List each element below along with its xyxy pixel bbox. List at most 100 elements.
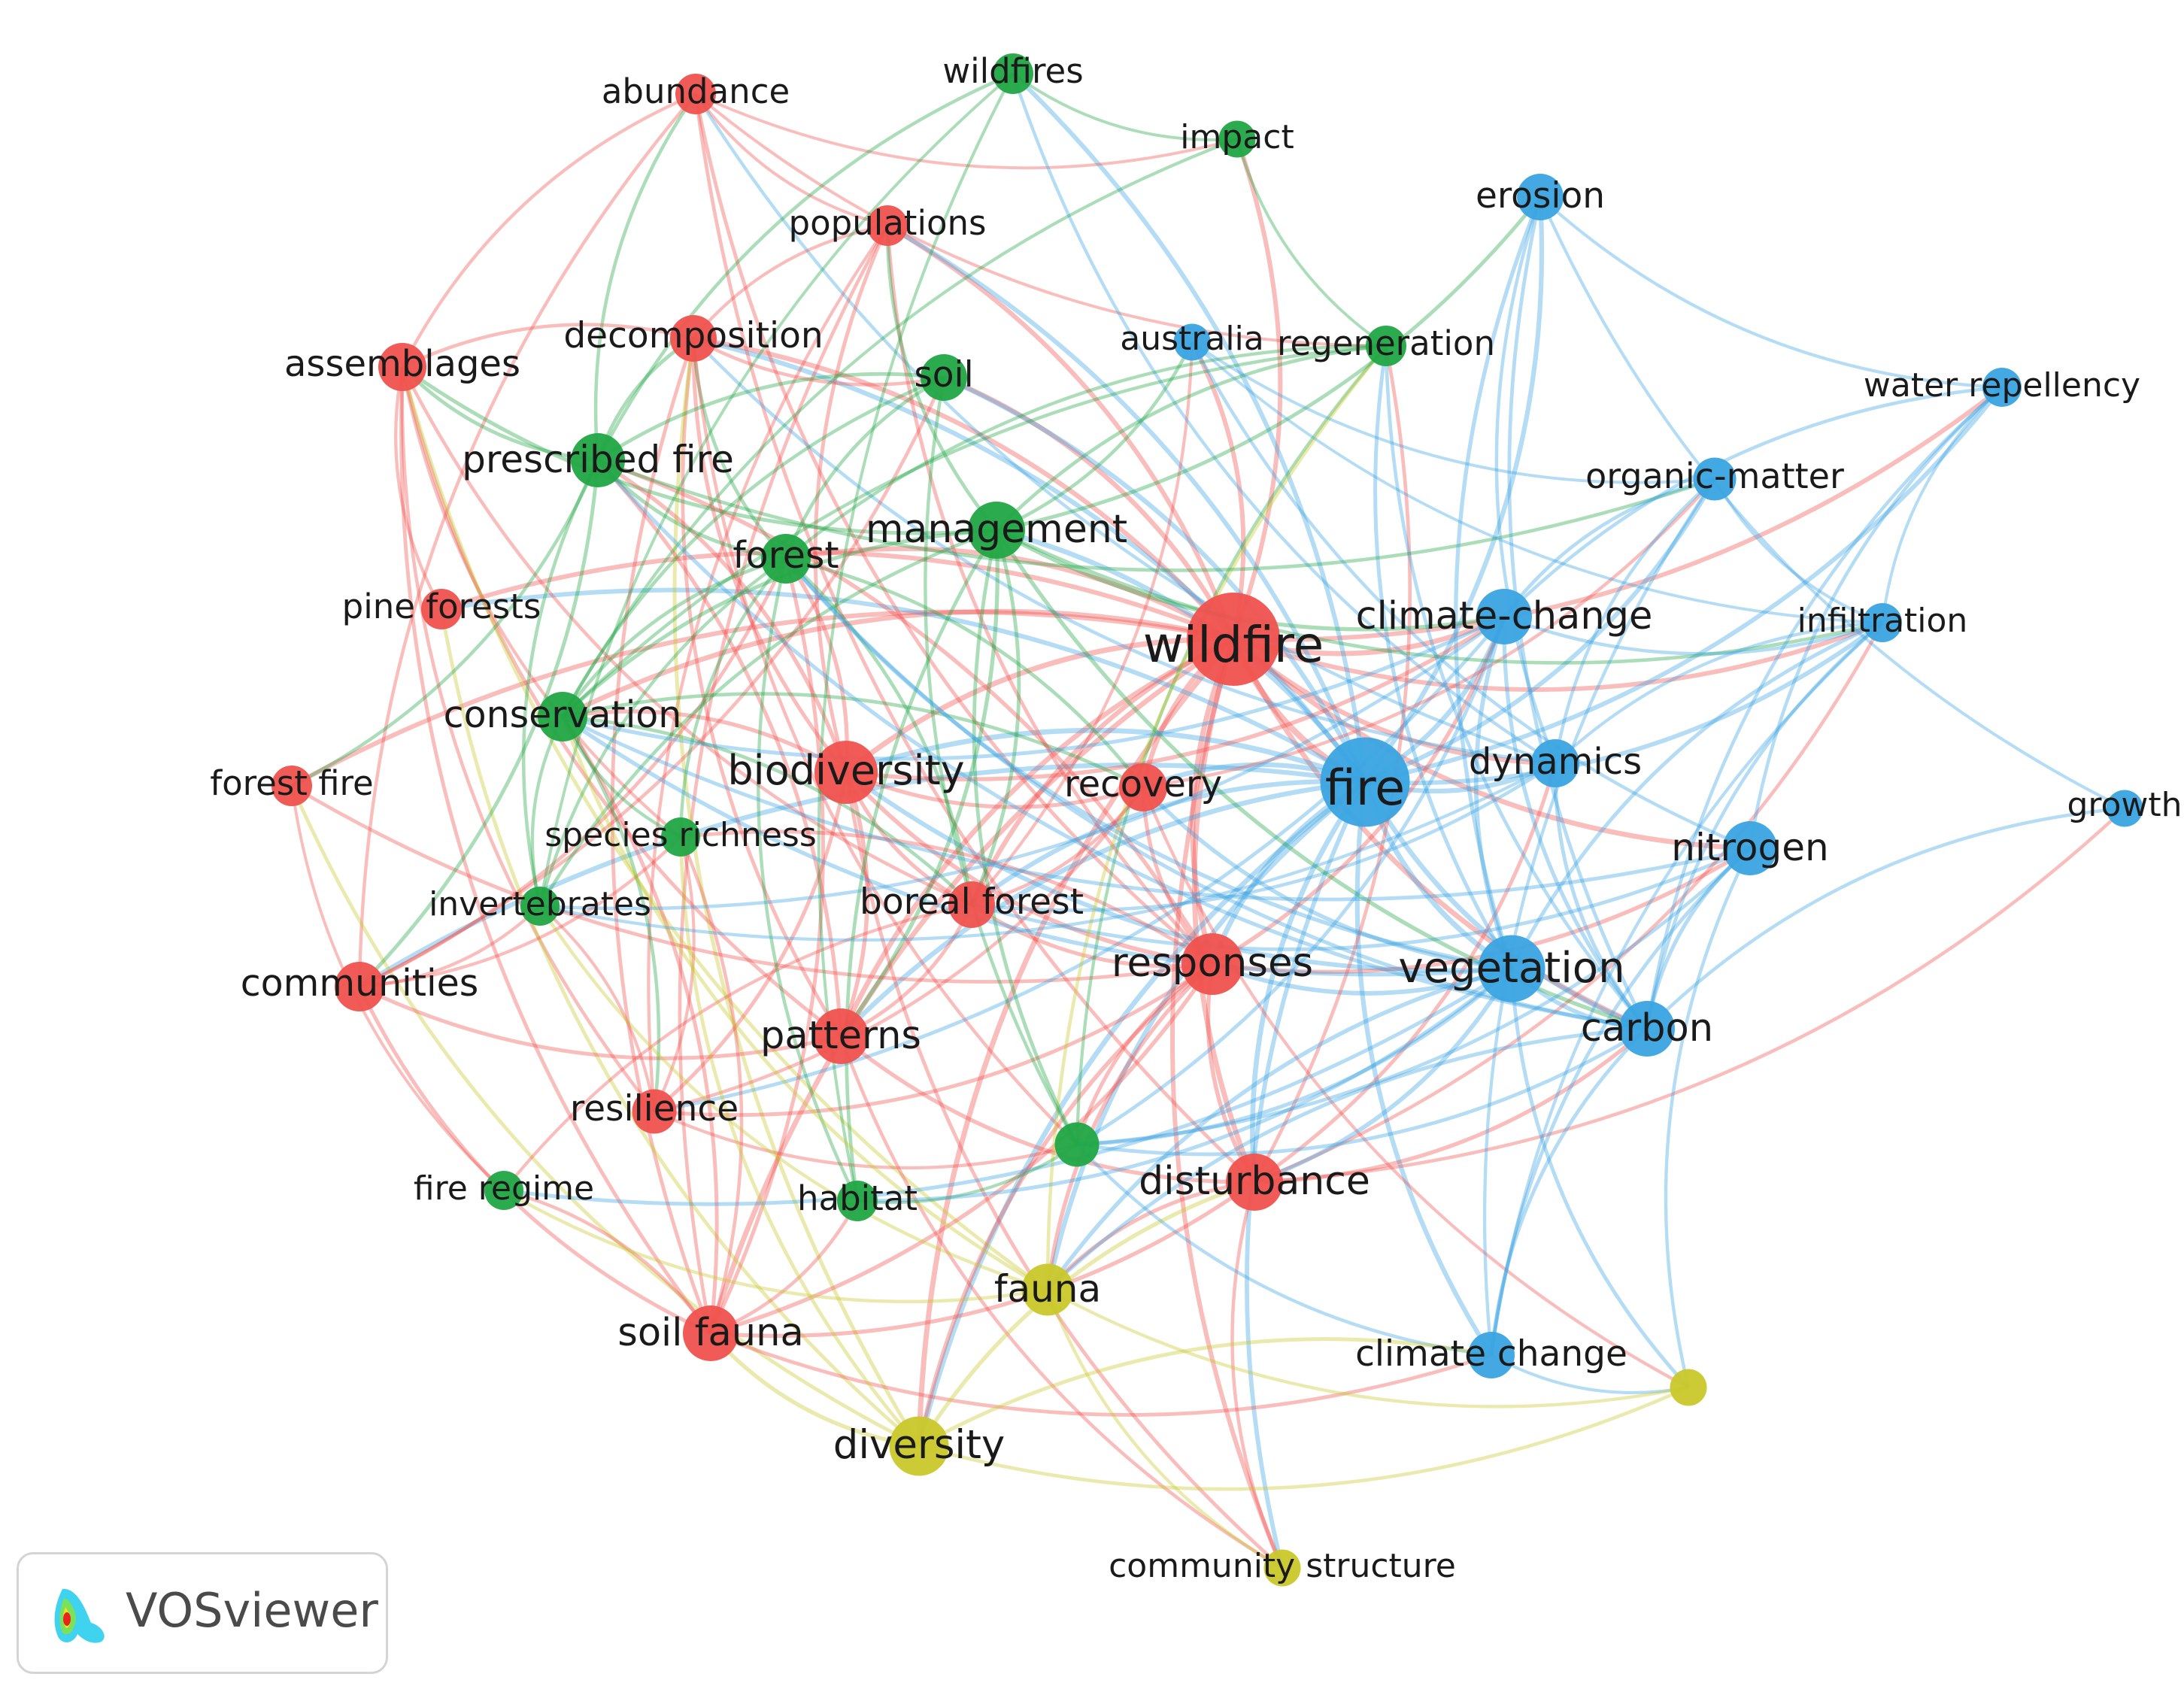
edge-climate_change-yellow_unlabeled — [1491, 1354, 1689, 1394]
label-climate-change-h: climate-change — [1356, 594, 1653, 638]
edge-abundance-impact — [695, 92, 1238, 170]
edge-biodiversity-vegetation — [845, 770, 1512, 973]
edge-soil-prescribed_fire — [596, 371, 945, 462]
label-recovery: recovery — [1064, 763, 1222, 805]
node-patterns[interactable] — [813, 1008, 869, 1064]
node-forest[interactable] — [761, 534, 811, 584]
edge-boreal_forest-management — [969, 529, 1021, 905]
node-regeneration[interactable] — [1366, 326, 1406, 366]
node-pine-forests[interactable] — [421, 589, 462, 629]
edge-infiltration-vegetation — [1509, 620, 1883, 970]
edge-water_repellency-nitrogen — [1748, 386, 2004, 849]
edge-forest-species_richness — [678, 557, 787, 838]
node-carbon[interactable] — [1619, 1001, 1675, 1057]
node-invertebrates[interactable] — [520, 887, 560, 926]
node-organic-matter[interactable] — [1693, 457, 1737, 501]
edge-growth-carbon — [1646, 806, 2125, 1030]
label-nitrogen: nitrogen — [1671, 826, 1828, 869]
node-abundance[interactable] — [675, 74, 716, 114]
edge-responses-fauna — [1045, 963, 1214, 1290]
node-responses[interactable] — [1181, 933, 1243, 995]
edge-fire-erosion — [1363, 196, 1545, 784]
node-habitat[interactable] — [837, 1181, 878, 1221]
edge-populations-management — [885, 225, 998, 532]
edge-organic_matter-climate_change_h — [1503, 477, 1715, 618]
edge-biodiversity-prescribed_fire — [596, 458, 848, 773]
edge-resilience-conservation — [561, 715, 661, 1112]
edge-populations-soil_fauna — [678, 224, 890, 1334]
edge-wildfires-invertebrates — [538, 72, 1015, 907]
edge-abundance-responses — [693, 93, 1214, 966]
edge-australia-infiltration — [1191, 341, 1883, 624]
edge-soil_fauna-species_richness — [678, 836, 744, 1334]
node-disturbance[interactable] — [1226, 1154, 1283, 1211]
node-recovery[interactable] — [1119, 763, 1167, 811]
edge-wildfire-decomposition — [693, 335, 1236, 641]
node-layer — [271, 53, 2143, 1587]
node-management[interactable] — [968, 502, 1025, 559]
label-infiltration: infiltration — [1797, 602, 1968, 640]
edge-assemblages-prescribed_fire — [401, 365, 599, 462]
node-resilience[interactable] — [632, 1089, 677, 1134]
edge-soil_fauna-responses — [710, 963, 1215, 1336]
edge-decomposition-patterns — [681, 338, 843, 1038]
node-fauna[interactable] — [1021, 1263, 1074, 1316]
node-yellow-unlabeled[interactable] — [1670, 1369, 1707, 1406]
node-diversity[interactable] — [889, 1416, 949, 1476]
label-carbon: carbon — [1581, 1006, 1713, 1051]
edge-soil-conservation — [560, 375, 945, 718]
edge-conservation-invertebrates — [530, 716, 564, 907]
edge-biodiversity-conservation — [562, 709, 848, 775]
edge-water_repellency-carbon — [1645, 386, 2004, 1029]
node-communities[interactable] — [335, 962, 384, 1011]
node-climate-change-h[interactable] — [1476, 589, 1532, 644]
node-green-unlabeled[interactable] — [1054, 1122, 1100, 1167]
node-soil-fauna[interactable] — [683, 1305, 739, 1361]
edge-wildfire-diversity — [916, 637, 1236, 1447]
node-conservation[interactable] — [538, 692, 587, 741]
edge-wildfire-pine_forests — [441, 550, 1235, 641]
edge-wildfire-forest — [785, 546, 1235, 641]
node-erosion[interactable] — [1517, 174, 1564, 220]
node-fire[interactable] — [1320, 737, 1410, 827]
node-nitrogen[interactable] — [1723, 821, 1777, 875]
node-growth[interactable] — [2106, 790, 2143, 827]
edge-patterns-biodiversity — [839, 772, 869, 1037]
edge-wildfire-soil — [942, 375, 1236, 641]
edge-disturbance-community_structure — [1230, 1181, 1285, 1569]
edge-regeneration-forest — [784, 344, 1387, 560]
edge-responses-species_richness — [680, 829, 1214, 966]
node-water-repellency[interactable] — [1982, 368, 2022, 407]
edge-nitrogen-yellow_unlabeled — [1664, 848, 1752, 1388]
edge-erosion-water_repellency — [1539, 196, 2003, 390]
edge-forest-invertebrates — [538, 557, 787, 907]
node-wildfires[interactable] — [993, 53, 1033, 94]
edge-decomposition-forest — [691, 338, 787, 560]
node-australia[interactable] — [1173, 323, 1211, 361]
node-wildfire[interactable] — [1187, 593, 1280, 686]
node-boreal-forest[interactable] — [948, 881, 995, 928]
node-decomposition[interactable] — [670, 315, 717, 362]
edge-soil_fauna-conservation — [560, 715, 719, 1334]
edge-management-habitat — [845, 529, 999, 1202]
node-community-structure[interactable] — [1263, 1549, 1301, 1587]
node-vegetation[interactable] — [1478, 935, 1545, 1002]
node-dynamics[interactable] — [1531, 739, 1579, 787]
node-fire-regime[interactable] — [484, 1171, 523, 1210]
node-forest-fire[interactable] — [271, 766, 312, 806]
node-climate-change[interactable] — [1468, 1332, 1515, 1378]
label-layer: wildfirefireabundancepopulationsdecompos… — [210, 51, 2182, 1585]
node-prescribed-fire[interactable] — [571, 433, 625, 487]
node-soil[interactable] — [921, 354, 967, 401]
node-infiltration[interactable] — [1863, 603, 1902, 642]
node-populations[interactable] — [867, 205, 908, 246]
edge-green_unlabeled-nitrogen — [1076, 847, 1752, 1147]
edge-resilience-biodiversity — [653, 772, 848, 1113]
node-impact[interactable] — [1218, 120, 1256, 158]
edge-decomposition-soil_fauna — [610, 338, 713, 1334]
node-biodiversity[interactable] — [814, 741, 878, 804]
edge-impact-regeneration — [1236, 138, 1388, 347]
node-species-richness[interactable] — [661, 817, 700, 857]
node-assemblages[interactable] — [378, 343, 426, 391]
